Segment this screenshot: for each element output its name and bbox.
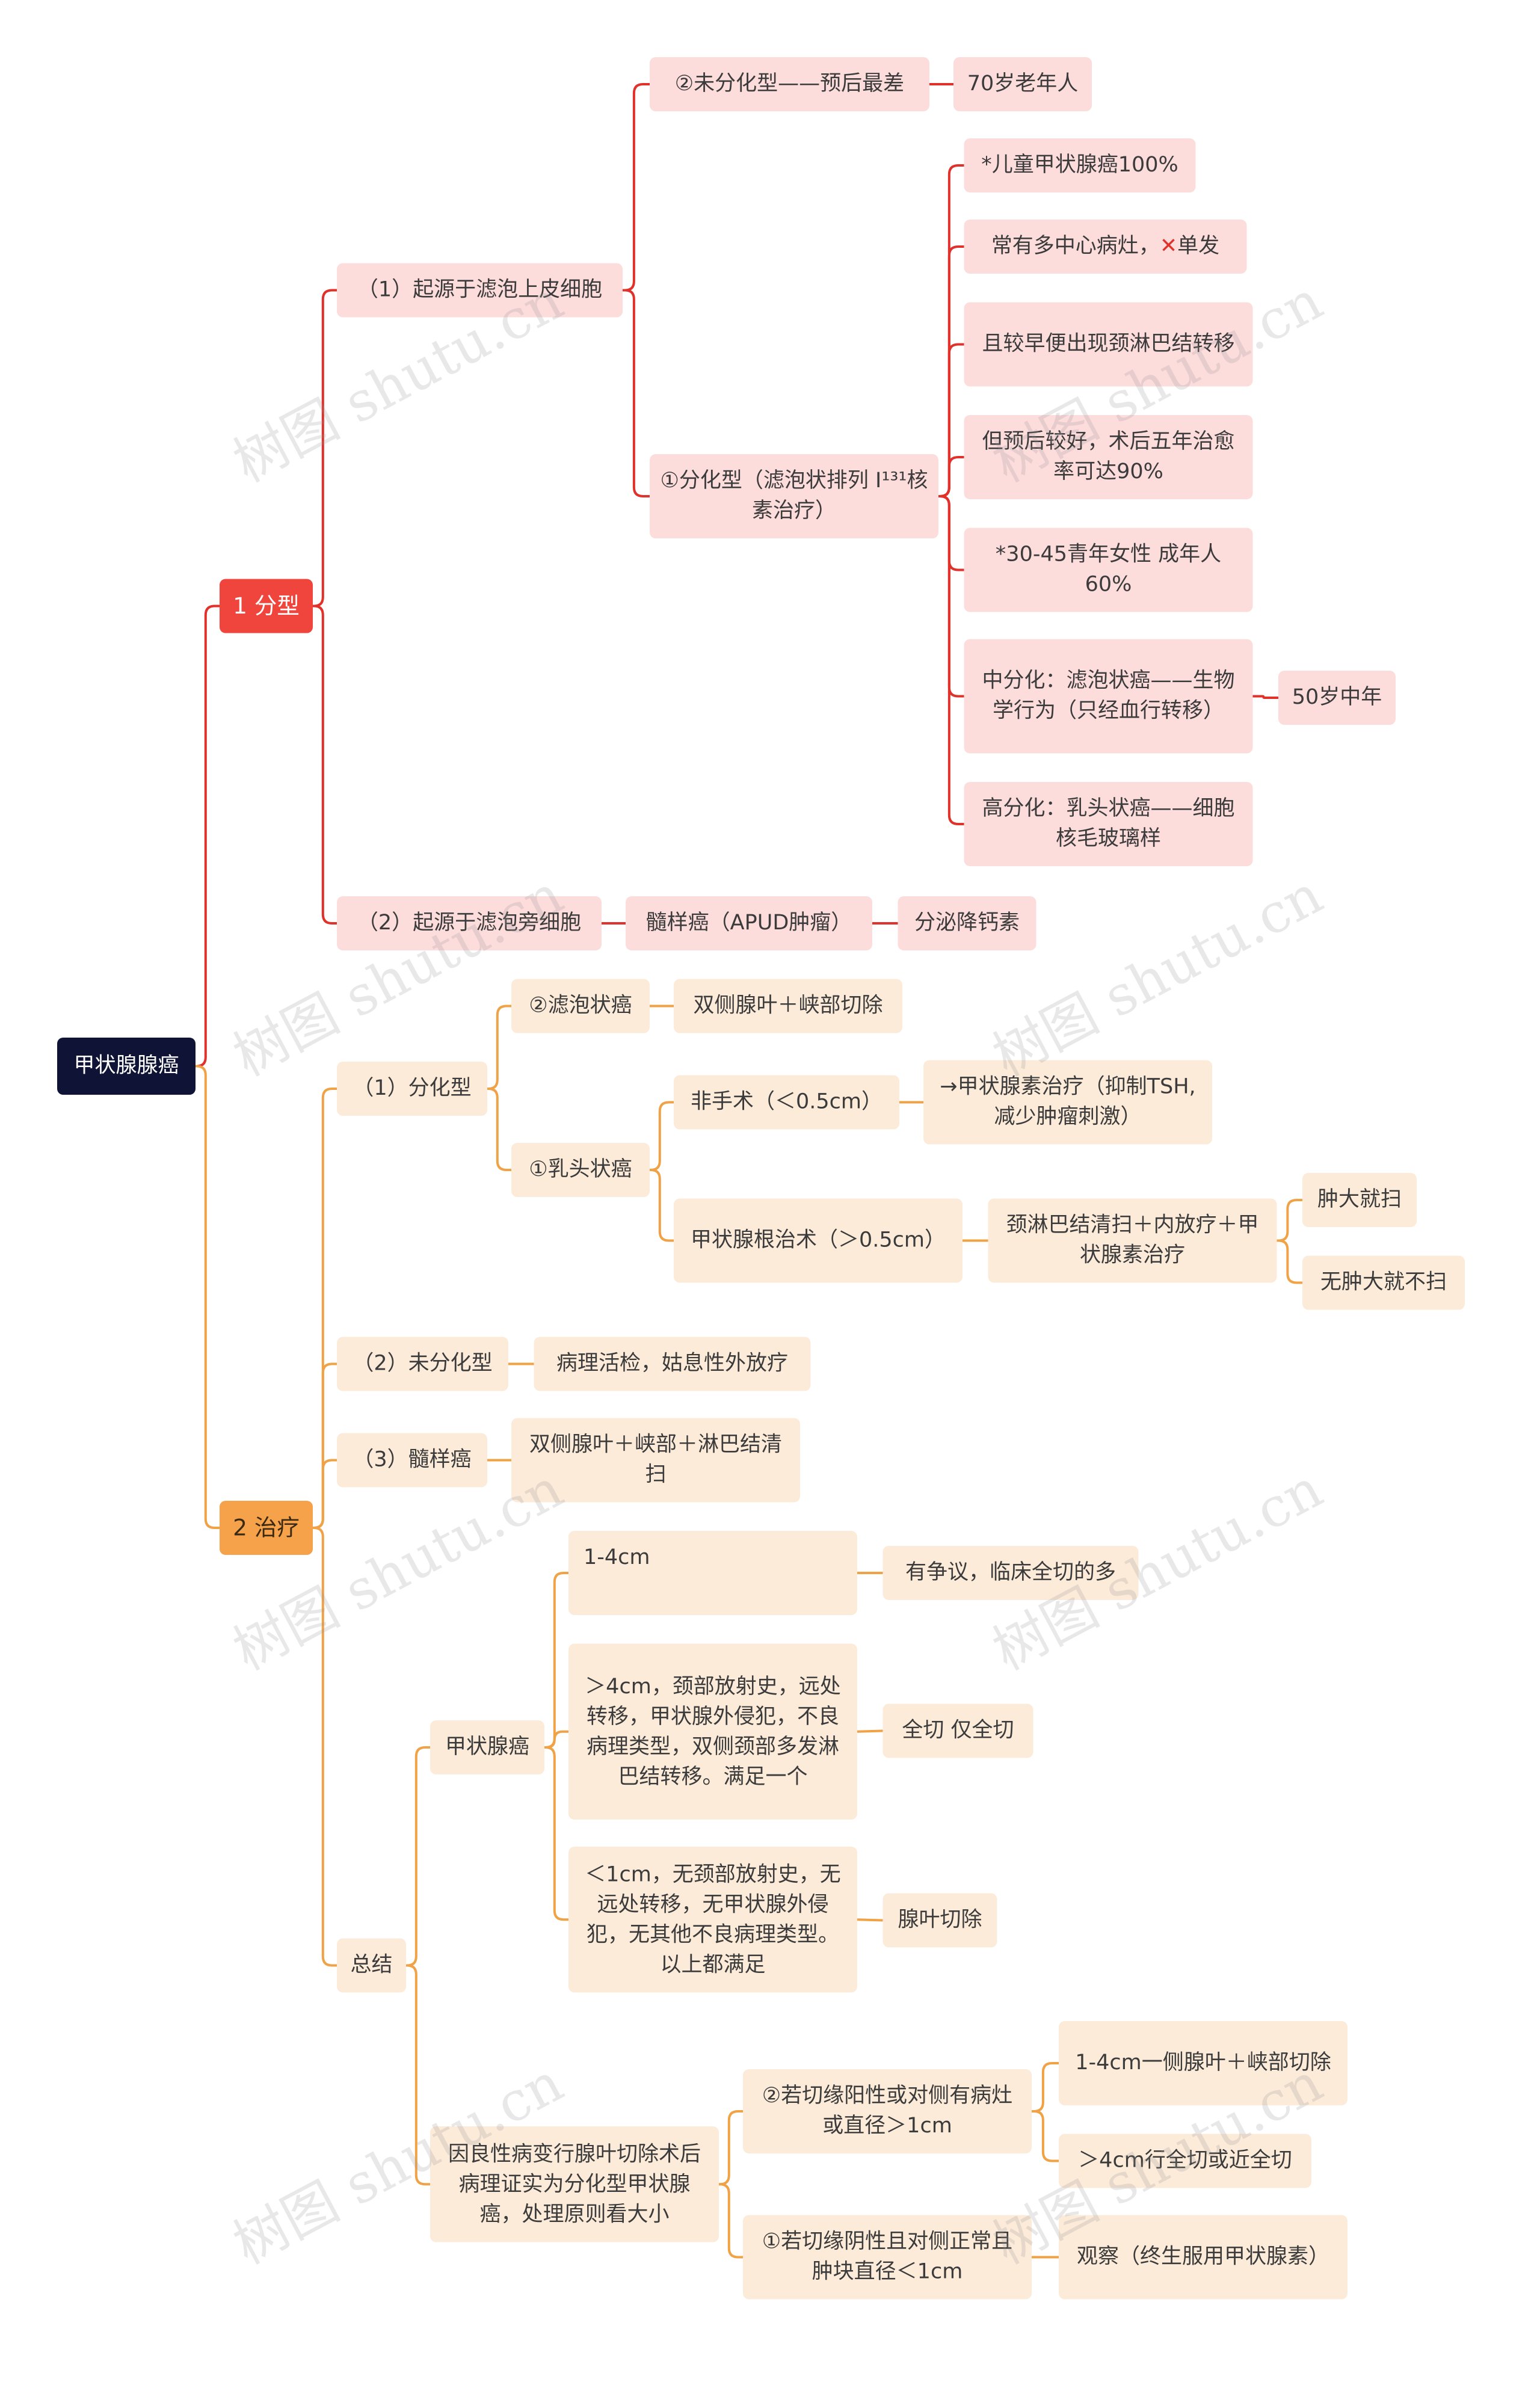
connector-line xyxy=(938,343,964,497)
node-young-women[interactable]: *30-45青年女性 成年人60% xyxy=(964,528,1253,612)
node-negative-margin[interactable]: ①若切缘阴性且对侧正常且肿块直径＜1cm xyxy=(743,2215,1032,2300)
node-pos-over-4cm[interactable]: ＞4cm行全切或近全切 xyxy=(1059,2134,1311,2188)
node-lobectomy[interactable]: 腺叶切除 xyxy=(882,1893,997,1948)
node-calcitonin[interactable]: 分泌降钙素 xyxy=(898,896,1036,950)
node-parafollicular-origin[interactable]: （2）起源于滤泡旁细胞 xyxy=(337,896,602,950)
node-age-50[interactable]: 50岁中年 xyxy=(1278,671,1396,725)
connector-line xyxy=(544,1572,568,1749)
node-thyroid-cancer[interactable]: 甲状腺癌 xyxy=(430,1720,544,1774)
connector-line xyxy=(623,83,650,292)
node-follicular-origin[interactable]: （1）起源于滤泡上皮细胞 xyxy=(337,263,623,318)
node-multifocal[interactable]: 常有多中心病灶，✕单发 xyxy=(964,220,1247,274)
node-size-under-1cm[interactable]: ＜1cm，无颈部放射史，无远处转移，无甲状腺外侵犯，无其他不良病理类型。以上都满… xyxy=(568,1847,857,1993)
connector-line xyxy=(623,289,650,497)
connector-line xyxy=(1252,695,1278,699)
root-node[interactable]: 甲状腺腺癌 xyxy=(57,1038,196,1095)
connector-line xyxy=(938,495,964,571)
connector-line xyxy=(1032,2110,1059,2162)
branch-classification[interactable]: 1 分型 xyxy=(220,579,313,633)
connector-line xyxy=(313,289,337,608)
connector-line xyxy=(406,1964,430,2186)
node-positive-margin[interactable]: ②若切缘阳性或对侧有病灶或直径＞1cm xyxy=(743,2069,1032,2153)
single-text: 单发 xyxy=(1177,235,1220,259)
node-biopsy-radiotherapy[interactable]: 病理活检，姑息性外放疗 xyxy=(534,1337,811,1391)
node-child-cancer[interactable]: *儿童甲状腺癌100% xyxy=(964,138,1196,192)
connector-line xyxy=(650,1169,674,1242)
connector-line xyxy=(650,1101,674,1171)
connector-line xyxy=(938,164,964,497)
connector-line xyxy=(857,1918,883,1922)
node-size-over-4cm[interactable]: ＞4cm，颈部放射史，远处转移，甲状腺外侵犯，不良病理类型，双侧颈部多发淋巴结转… xyxy=(568,1643,857,1820)
node-non-surgical[interactable]: 非手术（＜0.5cm） xyxy=(674,1075,899,1130)
node-lymph-clearance[interactable]: 颈淋巴结清扫＋内放疗＋甲状腺素治疗 xyxy=(988,1198,1277,1283)
node-good-prognosis[interactable]: 但预后较好，术后五年治愈率可达90% xyxy=(964,415,1253,499)
connector-line xyxy=(313,1527,337,1967)
node-treat-follicular[interactable]: ②滤泡状癌 xyxy=(511,979,650,1033)
multifocal-text: 常有多中心病灶， xyxy=(991,235,1160,259)
node-thyroxine-therapy[interactable]: →甲状腺素治疗（抑制TSH,减少肿瘤刺激） xyxy=(923,1060,1212,1145)
node-benign-lobectomy[interactable]: 因良性病变行腺叶切除术后病理证实为分化型甲状腺癌，处理原则看大小 xyxy=(430,2126,719,2242)
node-radical-thyroidectomy[interactable]: 甲状腺根治术（＞0.5cm） xyxy=(674,1198,962,1283)
connector-line xyxy=(938,456,964,497)
node-size-1-4cm[interactable]: 1-4cm xyxy=(568,1531,857,1615)
node-treat-undifferentiated[interactable]: （2）未分化型 xyxy=(337,1337,508,1391)
connector-line xyxy=(1277,1239,1302,1284)
node-differentiated[interactable]: ①分化型（滤泡状排列 I¹³¹核素治疗） xyxy=(650,454,938,538)
connector-line xyxy=(544,1730,568,1749)
node-medullary[interactable]: 髓样癌（APUD肿瘤） xyxy=(626,896,872,950)
node-not-swollen[interactable]: 无肿大就不扫 xyxy=(1302,1255,1465,1310)
node-treat-papillary[interactable]: ①乳头状癌 xyxy=(511,1143,650,1197)
branch-treatment[interactable]: 2 治疗 xyxy=(220,1501,313,1555)
node-swollen-clear[interactable]: 肿大就扫 xyxy=(1302,1173,1417,1227)
connector-line xyxy=(487,1005,511,1090)
connector-line xyxy=(938,495,964,698)
connector-line xyxy=(313,605,337,925)
connector-line xyxy=(196,1065,220,1529)
connector-line xyxy=(406,1746,430,1967)
connector-line xyxy=(313,1459,337,1529)
node-summary[interactable]: 总结 xyxy=(337,1938,406,1993)
connector-line xyxy=(544,1746,568,1921)
connector-line xyxy=(719,2110,743,2186)
node-treat-medullary[interactable]: （3）髓样癌 xyxy=(337,1433,487,1488)
node-treat-differentiated[interactable]: （1）分化型 xyxy=(337,1062,487,1116)
node-early-lymph-metastasis[interactable]: 且较早便出现颈淋巴结转移 xyxy=(964,302,1253,387)
node-controversial[interactable]: 有争议，临床全切的多 xyxy=(882,1546,1139,1600)
node-age-70[interactable]: 70岁老年人 xyxy=(953,57,1092,111)
connector-line xyxy=(1032,2062,1059,2113)
connector-line xyxy=(196,605,220,1068)
cross-mark-icon: ✕ xyxy=(1159,235,1178,259)
node-well-differentiated[interactable]: 高分化：乳头状癌——细胞核毛玻璃样 xyxy=(964,782,1253,866)
connector-line xyxy=(719,2183,743,2259)
node-undifferentiated[interactable]: ②未分化型——预后最差 xyxy=(650,57,929,111)
node-total-resection[interactable]: 全切 仅全切 xyxy=(882,1703,1033,1758)
node-pos-1-4cm[interactable]: 1-4cm一侧腺叶＋峡部切除 xyxy=(1059,2021,1348,2105)
connector-line xyxy=(938,495,964,825)
connector-line xyxy=(857,1729,883,1733)
connector-line xyxy=(313,1362,337,1529)
node-bilateral-lobe-isthmus[interactable]: 双侧腺叶＋峡部切除 xyxy=(674,979,902,1033)
connector-line xyxy=(487,1088,511,1171)
node-observe[interactable]: 观察（终生服用甲状腺素） xyxy=(1059,2215,1348,2300)
node-bilateral-lymph-clearance[interactable]: 双侧腺叶＋峡部＋淋巴结清扫 xyxy=(511,1418,800,1503)
node-moderately-differentiated[interactable]: 中分化：滤泡状癌——生物学行为（只经血行转移） xyxy=(964,639,1253,754)
connector-line xyxy=(1277,1199,1302,1242)
